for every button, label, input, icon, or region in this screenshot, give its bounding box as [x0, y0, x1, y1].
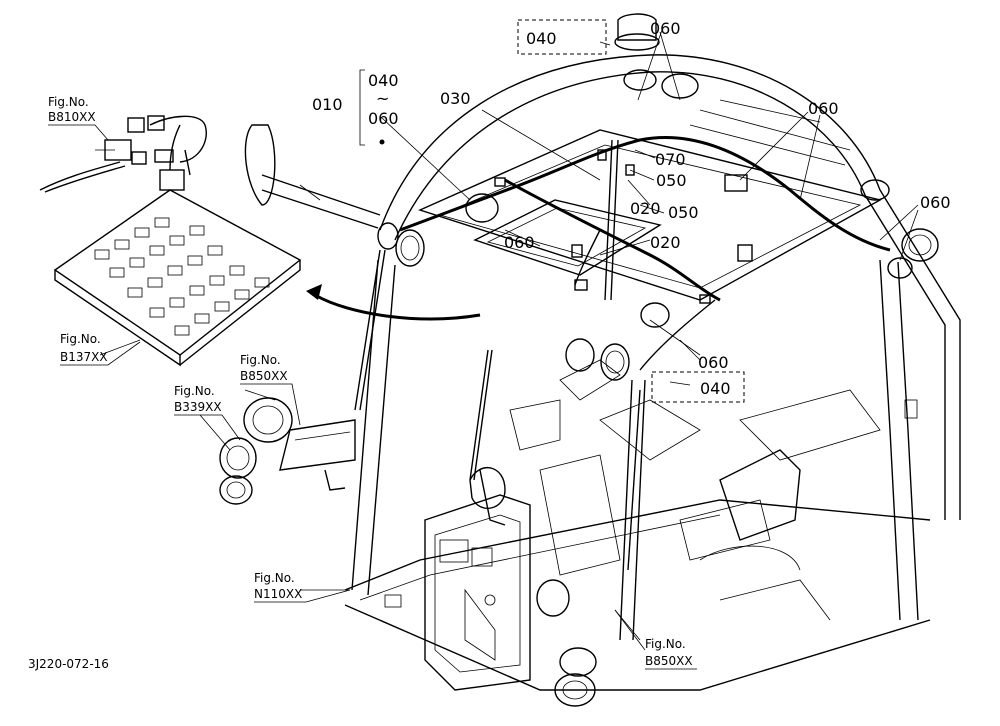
connector-inset — [39, 115, 207, 193]
cab-frame — [344, 54, 961, 691]
fig-ref-b810: B810XX — [48, 110, 96, 124]
control-board-inset — [53, 124, 302, 367]
fig-label-b137: Fig.No. — [60, 332, 101, 346]
callout-dot — [379, 139, 385, 145]
mirror-assembly — [244, 124, 381, 229]
fig-ref-b850-lower: B850XX — [645, 654, 693, 668]
callout-010: 010 — [312, 95, 343, 114]
callout-040-top: 040 — [526, 29, 557, 48]
callout-040-top-box — [517, 19, 607, 55]
callout-050-a: 050 — [656, 171, 687, 190]
fig-ref-b339: B339XX — [174, 400, 222, 414]
callout-050-b: 050 — [668, 203, 699, 222]
fig-ref-n110: N110XX — [254, 587, 302, 601]
callout-060-center: 060 — [698, 353, 729, 372]
callout-labels: 010 040 ~ 060 040 060 030 070 050 020 05… — [312, 19, 951, 398]
callout-040-center: 040 — [700, 379, 731, 398]
callout-060-right-b: 060 — [920, 193, 951, 212]
fig-label-b850-upper: Fig.No. — [240, 353, 281, 367]
callout-020-b: 020 — [650, 233, 681, 252]
fig-label-n110: Fig.No. — [254, 571, 295, 585]
drawing-code: 3J220-072-16 — [28, 657, 109, 671]
figure-references: Fig.No. B810XX Fig.No. B137XX Fig.No. B8… — [48, 95, 697, 670]
callout-tilde: ~ — [376, 89, 389, 108]
side-lamp-assembly — [219, 397, 356, 505]
fig-label-b850-lower: Fig.No. — [645, 637, 686, 651]
callout-040-center-box — [651, 371, 745, 403]
callout-060-range: 060 — [368, 109, 399, 128]
callout-060-top: 060 — [650, 19, 681, 38]
fig-label-b810: Fig.No. — [48, 95, 89, 109]
work-lamps — [377, 13, 939, 707]
fig-ref-b850-upper: B850XX — [240, 369, 288, 383]
fig-ref-b137: B137XX — [60, 350, 108, 364]
board-location-arrow — [314, 293, 481, 321]
callout-060-left: 060 — [504, 233, 535, 252]
callout-030: 030 — [440, 89, 471, 108]
arrow-head — [306, 284, 322, 300]
fig-label-b339: Fig.No. — [174, 384, 215, 398]
callout-020-a: 020 — [630, 199, 661, 218]
wiring-harness — [354, 135, 891, 571]
callout-040-range: 040 — [368, 71, 399, 90]
callout-070: 070 — [655, 150, 686, 169]
callout-060-right-a: 060 — [808, 99, 839, 118]
